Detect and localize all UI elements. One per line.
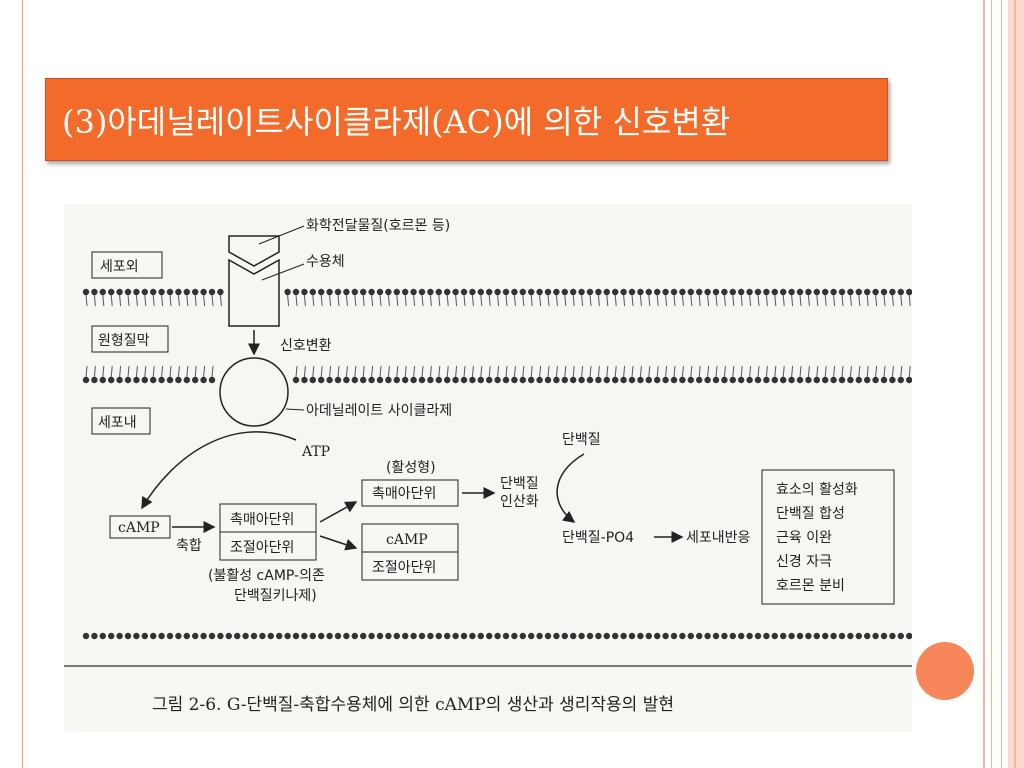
active-catalytic-label: 촉매아단위 [372,486,436,502]
enzyme-leader [285,408,305,411]
split-arrow-up [319,501,358,523]
membrane-inner-layer [82,365,912,384]
camp-box [109,515,171,539]
atp-label: ATP [301,444,330,460]
response-item: 효소의 활성화 [776,482,858,498]
active-form-label: (활성형) [386,460,436,476]
frame-line-right [983,0,985,768]
inactive-kinase-note-2: 단백질키나제) [234,588,317,604]
messenger-shape [228,235,280,267]
phosphoprotein-label: 단백질-PO4 [562,530,634,546]
protein-curve-arrow [556,453,585,523]
enzyme-label: 아데닐레이트 사이클라제 [306,403,452,419]
responses-box [761,469,895,605]
regulatory-unit-label: 조절아단위 [230,540,294,556]
region-outside-label: 세포외 [100,259,139,275]
catalytic-unit-label: 촉매아단위 [230,512,294,528]
region-membrane-label: 원형질막 [98,333,150,349]
figure-caption: 그림 2-6. G-단백질-축합수용체에 의한 cAMP의 생산과 생리작용의 … [152,695,674,715]
transduction-label: 신호변환 [280,338,332,354]
receptor-shape [228,258,280,327]
camp-label: cAMP [118,520,160,536]
bound-regulatory-label: 조절아단위 [372,560,436,576]
frame-line-right [1001,0,1002,768]
region-inside-box [91,407,151,435]
inactive-kinase-note-1: (불활성 cAMP-의존 [208,568,325,584]
split-arrow-down [319,535,358,551]
region-membrane-box [91,325,169,353]
atp-to-camp-arrow [141,431,297,510]
receptor-leader [261,263,305,281]
diagram-figure: 세포외 원형질막 세포내 화학전달물질(호르몬 등) 수용체 신호변환 아데닐레… [64,204,912,732]
membrane-outer-layer [82,288,912,307]
region-outside-box [91,251,163,279]
slide-title: (3)아데닐레이트사이클라제(AC)에 의한 신호변환 [62,103,731,141]
receptor-label: 수용체 [306,254,345,270]
decorative-circle [916,642,974,700]
frame-band-right [1008,0,1024,768]
response-item: 단백질 합성 [776,506,845,522]
response-item: 호르몬 분비 [776,578,845,594]
frame-line-left [22,0,23,768]
bound-camp-label: cAMP [386,532,428,548]
messenger-label: 화학전달물질(호르몬 등) [306,218,450,234]
adenylate-cyclase-circle [219,357,289,427]
response-item: 근육 이완 [776,530,832,546]
messenger-leader [258,225,305,245]
slide-title-box: (3)아데닐레이트사이클라제(AC)에 의한 신호변환 [45,78,888,161]
phosphorylation-label-1: 단백질 [500,476,539,492]
frame-line-right [991,0,992,768]
binding-label: 축합 [176,538,202,554]
bottom-dotted-line [82,632,912,640]
phosphorylation-label-2: 인산화 [500,494,539,510]
frame-line-right [1014,0,1016,768]
cell-response-label: 세포내반응 [686,530,751,546]
active-catalytic-box [361,479,459,507]
region-inside-label: 세포내 [98,415,137,431]
diagram-svg: 세포외 원형질막 세포내 화학전달물질(호르몬 등) 수용체 신호변환 아데닐레… [64,218,912,715]
protein-label: 단백질 [562,432,601,448]
response-item: 신경 자극 [776,554,832,570]
